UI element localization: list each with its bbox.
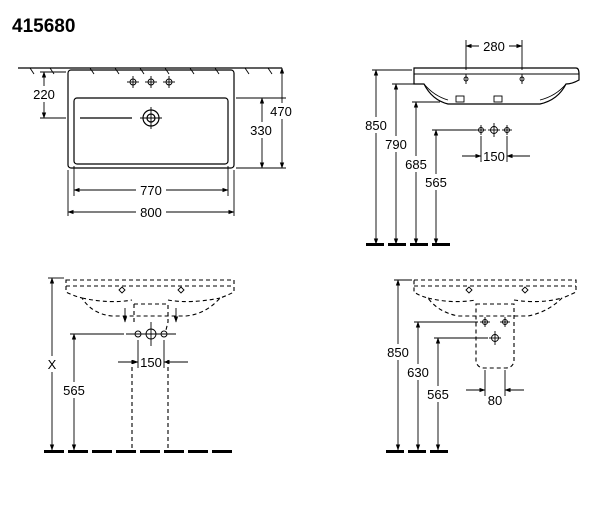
basin-profile [413,67,580,105]
basin-dashed [65,279,235,317]
top-view: 220 470 330 770 800 [18,67,297,220]
dim-850-semi: 850 [387,345,409,360]
dim-565-semi: 565 [427,387,449,402]
floor-semi [386,450,448,453]
dim-790: 790 [385,137,407,152]
semi-connections [480,317,510,345]
dim-150-pedestal: 150 [140,355,162,370]
pedestal-view: 150 X 565 [44,277,235,453]
semi-basin-dashed [413,279,577,317]
product-number: 415680 [12,16,76,37]
pedestal-tap-marks [118,286,185,294]
dim-565-side: 565 [425,175,447,190]
dim-x: X [48,357,57,372]
dim-770: 770 [140,183,162,198]
water-connections [476,123,512,137]
dim-685: 685 [405,157,427,172]
tap-holes [127,76,175,88]
side-holes [463,74,525,84]
dim-220: 220 [33,87,55,102]
side-view: 280 850 790 685 565 [362,38,580,246]
dim-80: 80 [488,393,502,408]
wall-hatch [29,67,273,75]
pedestal-connections [126,322,176,346]
floor-pedestal [44,450,232,453]
floor-side [366,243,450,246]
bowl-outline [73,97,229,165]
dim-470: 470 [270,104,292,119]
dim-800: 800 [140,205,162,220]
dim-630: 630 [407,365,429,380]
semi-tap-marks [465,286,529,294]
dim-280: 280 [483,39,505,54]
semi-pedestal [475,303,515,369]
basin-outline [67,69,235,169]
dim-150-side: 150 [483,149,505,164]
dim-850-side: 850 [365,118,387,133]
semi-pedestal-view: 80 850 630 565 [384,279,577,453]
dim-565-pedestal: 565 [63,383,85,398]
dim-330: 330 [250,123,272,138]
